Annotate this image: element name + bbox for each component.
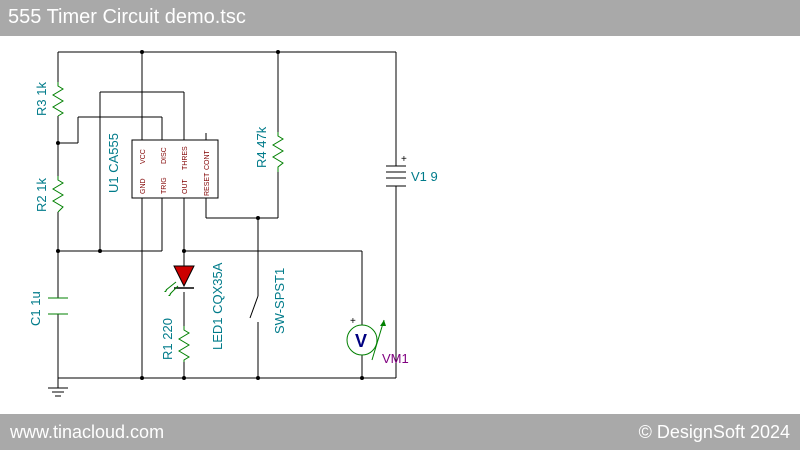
capacitor-c1[interactable]: C1 1u xyxy=(28,291,68,326)
schematic-canvas[interactable]: R3 1k R2 1k C1 1u GND VCC TRIG DISC OUT … xyxy=(0,36,800,414)
pin-thres-label: THRES xyxy=(182,146,189,170)
r4-label: R4 47k xyxy=(254,126,269,168)
schematic-svg: R3 1k R2 1k C1 1u GND VCC TRIG DISC OUT … xyxy=(28,50,438,397)
v1-label: V1 9 xyxy=(411,169,438,184)
footer-copyright: © DesignSoft 2024 xyxy=(638,422,790,442)
footer-site-link[interactable]: www.tinacloud.com xyxy=(10,422,165,442)
battery-v1[interactable]: + V1 9 xyxy=(386,154,438,187)
pin-vcc-label: VCC xyxy=(140,149,147,164)
switch-sw-spst1[interactable]: SW-SPST1 xyxy=(249,268,287,334)
resistor-r3[interactable]: R3 1k xyxy=(34,82,64,117)
vm1-glyph: V xyxy=(355,331,367,351)
pin-reset-label: RESET xyxy=(204,172,211,196)
vm1-plus: + xyxy=(350,316,356,327)
junctions xyxy=(56,50,364,380)
footer-bar: www.tinacloud.com © DesignSoft 2024 xyxy=(0,414,800,450)
ground-icon xyxy=(48,387,68,397)
c1-label: C1 1u xyxy=(28,291,43,326)
v1-plus: + xyxy=(401,154,407,165)
pin-disc-label: DISC xyxy=(161,147,168,164)
pin-trig-label: TRIG xyxy=(161,177,168,194)
r2-label: R2 1k xyxy=(34,178,49,212)
u1-label: U1 CA555 xyxy=(106,133,121,193)
title-bar: 555 Timer Circuit demo.tsc xyxy=(0,0,800,36)
sw-label: SW-SPST1 xyxy=(272,268,287,334)
window-title: 555 Timer Circuit demo.tsc xyxy=(8,6,246,28)
resistor-r1[interactable]: R1 220 xyxy=(160,318,190,362)
led1-label: LED1 CQX35A xyxy=(210,262,225,350)
led-led1[interactable]: LED1 CQX35A xyxy=(164,262,225,350)
voltmeter-vm1[interactable]: V + VM1 xyxy=(346,316,409,366)
pin-out-label: OUT xyxy=(182,179,189,195)
r3-label: R3 1k xyxy=(34,82,49,116)
vm1-label: VM1 xyxy=(382,351,409,366)
wires xyxy=(57,51,397,388)
ic-u1-ca555[interactable]: GND VCC TRIG DISC OUT THRES RESET CONT U… xyxy=(106,133,219,199)
resistor-r2[interactable]: R2 1k xyxy=(34,176,64,213)
pin-cont-label: CONT xyxy=(204,149,211,170)
pin-gnd-label: GND xyxy=(140,178,147,194)
r1-label: R1 220 xyxy=(160,318,175,360)
resistor-r4[interactable]: R4 47k xyxy=(254,126,284,172)
